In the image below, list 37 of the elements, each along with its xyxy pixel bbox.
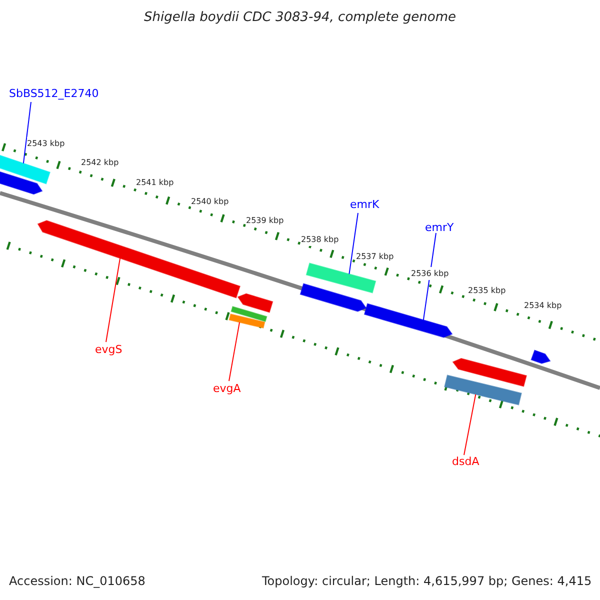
gene-bar: [228, 314, 266, 328]
title: Shigella boydii CDC 3083-94, complete genome: [142, 11, 458, 24]
leader-line: [228, 322, 240, 382]
leader-line: [348, 212, 358, 274]
gene-bar: [364, 303, 453, 338]
gene-bar: [230, 306, 268, 322]
gene-bar: [306, 262, 376, 294]
footer-text: Topology: circular; Length: 4,615,997 bp; Genes: 4,415: [262, 575, 592, 588]
scale-label: 2538 kbp: [301, 233, 339, 246]
gene-bar: [37, 220, 241, 298]
gene-bar: [0, 170, 43, 195]
gene-bar: [452, 358, 528, 387]
gene-label: evgA: [213, 382, 241, 395]
footer-text: Accession: NC_010658: [9, 575, 146, 588]
scale-label: 2534 kbp: [524, 299, 562, 312]
scale-label: 2536 kbp: [411, 267, 449, 280]
gene-bar: [0, 154, 51, 184]
scale-label: 2540 kbp: [191, 195, 229, 208]
leader-line: [22, 102, 32, 164]
leader-line: [422, 232, 436, 320]
gene-bar: [444, 374, 522, 406]
scale-label: 2537 kbp: [356, 250, 394, 263]
gene-bar: [300, 283, 367, 312]
scale-label: 2542 kbp: [81, 156, 119, 169]
gene-label: emrK: [350, 198, 380, 211]
scale-label: 2535 kbp: [468, 284, 506, 297]
gene-label: dsdA: [452, 455, 480, 468]
leader-line: [464, 394, 476, 456]
gene-bar: [530, 350, 551, 364]
scale-label: 2541 kbp: [136, 176, 174, 189]
scale-label: 2543 kbp: [27, 137, 65, 150]
scale-label: 2539 kbp: [246, 214, 284, 227]
gene-label: evgS: [95, 343, 122, 356]
gene-label: SbBS512_E2740: [9, 87, 99, 100]
gene-label: emrY: [425, 221, 454, 234]
leader-line: [106, 258, 121, 342]
gene-bar: [237, 293, 274, 313]
